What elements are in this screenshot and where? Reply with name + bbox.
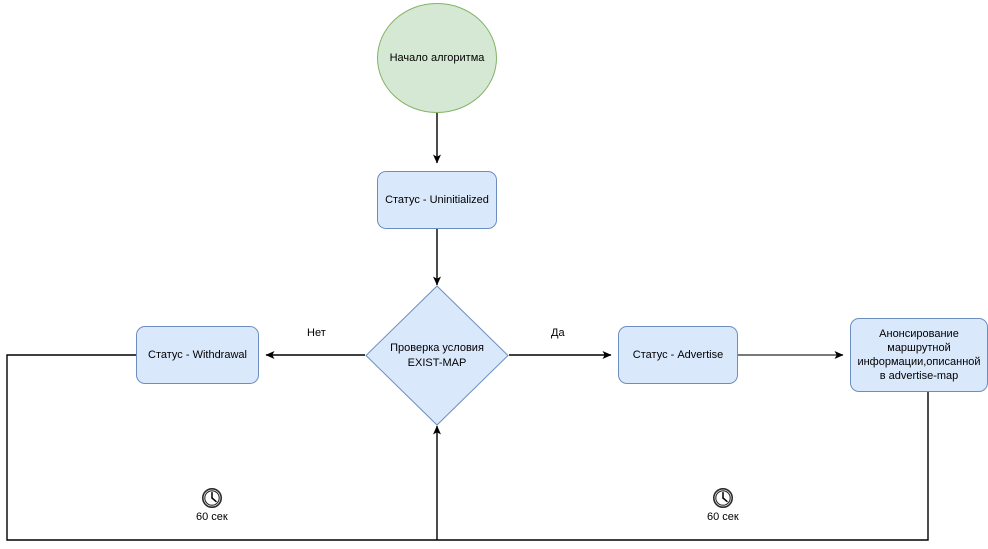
node-announce-route-info-label: Анонсирование маршрутной информации,опис… <box>857 328 981 382</box>
node-start[interactable]: Начало алгоритма <box>377 3 497 113</box>
clock-icon <box>712 488 733 508</box>
clock-icon <box>201 488 222 508</box>
node-status-uninitialized[interactable]: Статус - Uninitialized <box>377 171 497 229</box>
node-start-label: Начало алгоритма <box>389 52 485 64</box>
timer-left-label: 60 сек <box>196 511 228 523</box>
node-status-advertise[interactable]: Статус - Advertise <box>618 326 738 384</box>
diamond-shape <box>365 285 509 426</box>
node-announce-route-info[interactable]: Анонсирование маршрутной информации,опис… <box>850 318 988 392</box>
timer-right: 60 сек <box>703 487 743 523</box>
edge-label-yes: Да <box>551 327 565 339</box>
timer-left: 60 сек <box>192 487 232 523</box>
node-status-withdrawal[interactable]: Статус - Withdrawal <box>136 326 259 384</box>
node-status-uninitialized-label: Статус - Uninitialized <box>385 194 489 206</box>
node-status-withdrawal-label: Статус - Withdrawal <box>148 349 247 361</box>
edge-withdrawal-loop-back <box>6 354 437 541</box>
timer-right-label: 60 сек <box>707 511 739 523</box>
node-decision-exist-map[interactable]: Проверка условия EXIST-MAP <box>365 285 509 426</box>
edge-announce-loop-back <box>437 392 929 541</box>
node-decision-label: Проверка условия EXIST-MAP <box>390 341 484 369</box>
node-status-advertise-label: Статус - Advertise <box>632 349 724 361</box>
edge-label-no: Нет <box>307 327 326 339</box>
